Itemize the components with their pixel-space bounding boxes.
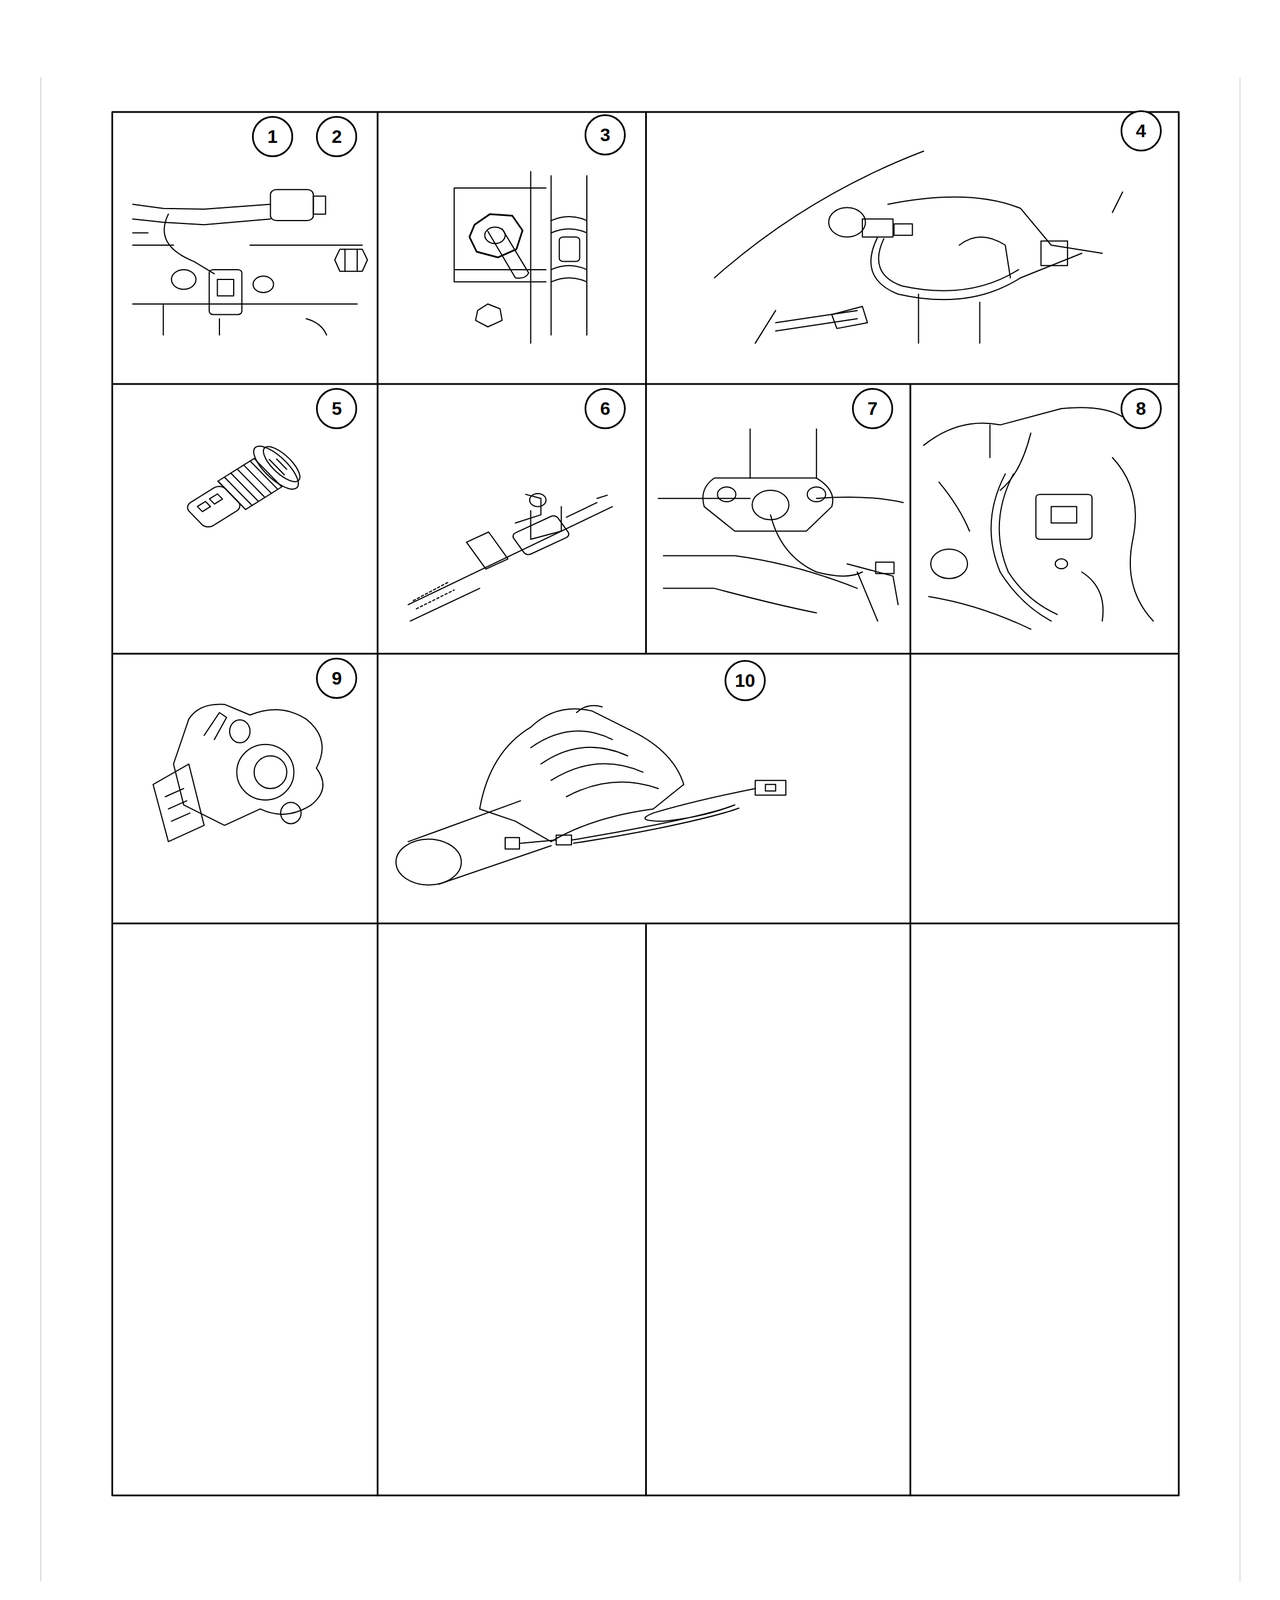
- callout-number: 9: [331, 669, 342, 688]
- callout-number: 5: [331, 399, 342, 418]
- callout-number: 2: [331, 127, 342, 146]
- callout-number: 10: [734, 671, 756, 690]
- callout-circle: 2: [316, 116, 358, 158]
- page-rule: [1239, 77, 1240, 1582]
- callout-number: 6: [600, 399, 611, 418]
- callout-circle: 10: [724, 660, 766, 702]
- callout-circle: 6: [584, 388, 626, 430]
- callout-number: 4: [1136, 121, 1147, 140]
- callout-number: 3: [600, 125, 611, 144]
- callout-circle: 4: [1120, 110, 1162, 152]
- callout-circle: 1: [252, 116, 294, 158]
- page-rule: [40, 77, 42, 1582]
- callout-circle: 7: [852, 388, 894, 430]
- callout-circle: 9: [316, 657, 358, 699]
- callout-number: 8: [1136, 399, 1147, 418]
- callout-circle: 8: [1120, 388, 1162, 430]
- callout-number: 1: [267, 127, 278, 146]
- callout-circle: 5: [316, 388, 358, 430]
- illustration: [132, 151, 1154, 886]
- callout-circle: 3: [584, 114, 626, 156]
- callout-number: 7: [867, 399, 878, 418]
- grid-frame: [112, 112, 1179, 1496]
